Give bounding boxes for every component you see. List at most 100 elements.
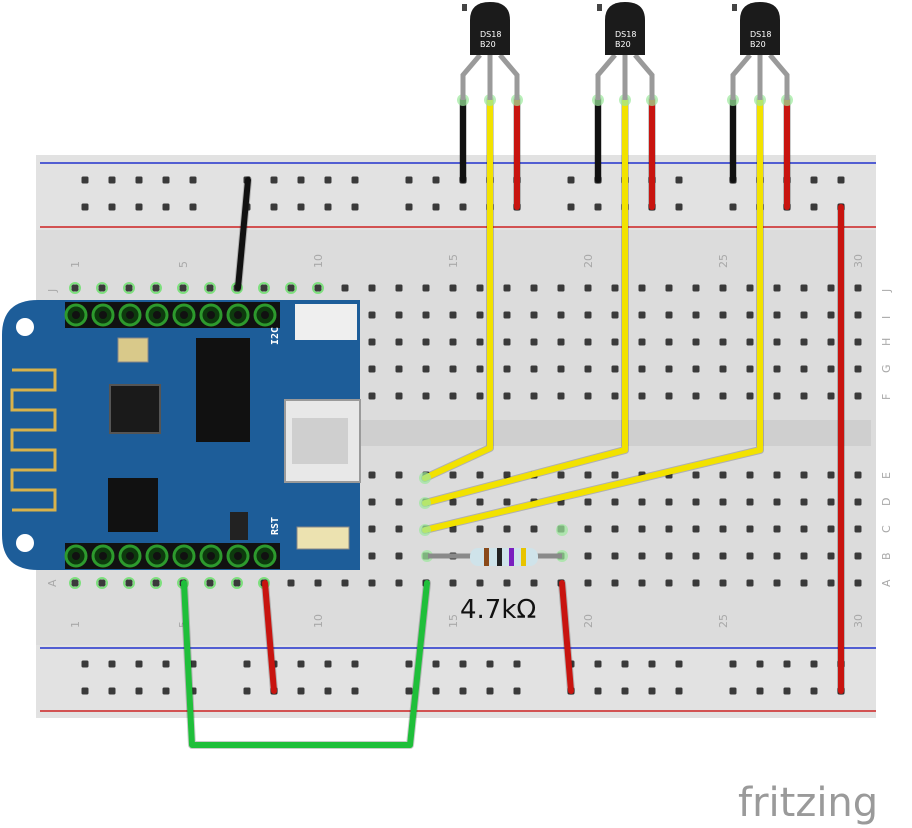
sensor-body bbox=[605, 2, 645, 55]
breadboard-hole bbox=[800, 284, 808, 292]
header-pin-hole bbox=[126, 311, 134, 319]
board-pcb bbox=[2, 300, 360, 570]
breadboard-hole bbox=[854, 552, 862, 560]
breadboard-hole bbox=[503, 284, 511, 292]
breadboard-hole bbox=[324, 176, 332, 184]
breadboard-hole bbox=[729, 687, 737, 695]
breadboard-hole bbox=[297, 203, 305, 211]
breadboard-hole bbox=[449, 471, 457, 479]
breadboard-hole bbox=[135, 660, 143, 668]
row-letter-right: E bbox=[880, 472, 893, 479]
breadboard-hole bbox=[746, 338, 754, 346]
breadboard-hole bbox=[584, 311, 592, 319]
connected-hole bbox=[150, 282, 162, 294]
sensor-leg-gnd bbox=[460, 53, 482, 100]
row-letter-right: B bbox=[880, 552, 893, 560]
connected-hole bbox=[150, 577, 162, 589]
header-pin-hole bbox=[99, 552, 107, 560]
breadboard-hole bbox=[756, 660, 764, 668]
breadboard-hole bbox=[594, 687, 602, 695]
breadboard-hole bbox=[854, 525, 862, 533]
header-pin-hole bbox=[234, 311, 242, 319]
breadboard-hole bbox=[800, 365, 808, 373]
breadboard-hole bbox=[81, 203, 89, 211]
column-number-bottom: 15 bbox=[447, 614, 460, 628]
breadboard-hole bbox=[459, 687, 467, 695]
breadboard-hole bbox=[108, 176, 116, 184]
breadboard-hole bbox=[108, 203, 116, 211]
breadboard-hole bbox=[854, 284, 862, 292]
header-pin-hole bbox=[180, 552, 188, 560]
breadboard-hole bbox=[800, 311, 808, 319]
breadboard-hole bbox=[584, 498, 592, 506]
breadboard-hole bbox=[503, 498, 511, 506]
breadboard-hole bbox=[152, 579, 160, 587]
breadboard-hole bbox=[719, 338, 727, 346]
breadboard-hole bbox=[503, 471, 511, 479]
breadboard-hole bbox=[800, 392, 808, 400]
row-letter-left: A bbox=[46, 579, 59, 587]
breadboard-hole bbox=[567, 203, 575, 211]
header-pin-hole bbox=[261, 311, 269, 319]
breadboard-hole bbox=[854, 392, 862, 400]
breadboard-hole bbox=[351, 660, 359, 668]
breadboard-hole bbox=[422, 392, 430, 400]
breadboard-hole bbox=[324, 203, 332, 211]
breadboard-hole bbox=[368, 525, 376, 533]
breadboard-hole bbox=[584, 338, 592, 346]
breadboard-hole bbox=[368, 392, 376, 400]
breadboard-hole bbox=[530, 392, 538, 400]
header-pin-hole bbox=[153, 552, 161, 560]
header-pin-hole bbox=[72, 311, 80, 319]
column-number-top: 15 bbox=[447, 254, 460, 268]
wire-end bbox=[419, 524, 431, 536]
connected-hole bbox=[285, 282, 297, 294]
connected-hole bbox=[231, 577, 243, 589]
header-pin-hole bbox=[234, 552, 242, 560]
column-number-top: 30 bbox=[852, 254, 865, 268]
breadboard-hole bbox=[584, 579, 592, 587]
sensor-leg-gnd bbox=[730, 53, 752, 100]
breadboard-hole bbox=[449, 579, 457, 587]
data-wire-sensor-1 bbox=[422, 97, 493, 481]
breadboard-hole bbox=[98, 579, 106, 587]
breadboard-hole bbox=[476, 311, 484, 319]
breadboard-hole bbox=[503, 338, 511, 346]
breadboard-hole bbox=[665, 338, 673, 346]
breadboard-hole bbox=[368, 284, 376, 292]
breadboard-hole bbox=[351, 203, 359, 211]
connected-hole bbox=[96, 577, 108, 589]
breadboard-hole bbox=[827, 498, 835, 506]
wire-end bbox=[419, 497, 431, 509]
breadboard-hole bbox=[422, 365, 430, 373]
breadboard-hole bbox=[810, 203, 818, 211]
breadboard-hole bbox=[557, 392, 565, 400]
breadboard-hole bbox=[665, 579, 673, 587]
breadboard-hole bbox=[827, 284, 835, 292]
breadboard-hole bbox=[476, 284, 484, 292]
breadboard-hole bbox=[405, 687, 413, 695]
breadboard-hole bbox=[692, 552, 700, 560]
breadboard-hole bbox=[368, 311, 376, 319]
breadboard-hole bbox=[162, 176, 170, 184]
breadboard-hole bbox=[530, 311, 538, 319]
breadboard-hole bbox=[98, 284, 106, 292]
header-pin-hole bbox=[207, 552, 215, 560]
breadboard-hole bbox=[648, 687, 656, 695]
column-number-bottom: 10 bbox=[312, 614, 325, 628]
breadboard-hole bbox=[854, 498, 862, 506]
breadboard-hole bbox=[648, 660, 656, 668]
breadboard-hole bbox=[692, 311, 700, 319]
breadboard-hole bbox=[287, 284, 295, 292]
breadboard-hole bbox=[692, 338, 700, 346]
data-wire-sensor-2 bbox=[422, 97, 628, 506]
header-pin-hole bbox=[180, 311, 188, 319]
breadboard-hole bbox=[746, 311, 754, 319]
regulator-chip bbox=[108, 478, 158, 532]
sensor-body bbox=[470, 2, 510, 55]
breadboard-hole bbox=[827, 311, 835, 319]
breadboard-hole bbox=[729, 660, 737, 668]
